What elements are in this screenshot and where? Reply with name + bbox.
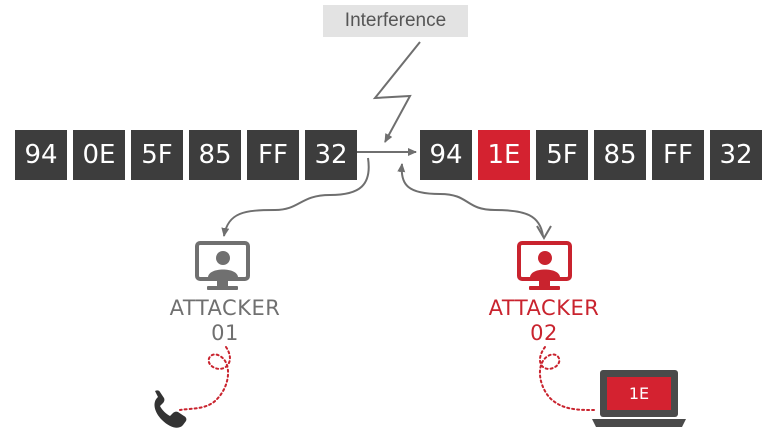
original-byte: 85 bbox=[189, 130, 241, 180]
attacker-01-phone-link bbox=[179, 346, 231, 411]
received-byte: 5F bbox=[536, 130, 588, 180]
attacker-02-number: 02 bbox=[530, 321, 558, 345]
attacker-01-monitor-icon bbox=[195, 241, 250, 290]
interference-label: Interference bbox=[323, 5, 468, 37]
attacker-02-label: ATTACKER 02 bbox=[474, 296, 614, 346]
branch-arrow-attacker-02 bbox=[397, 163, 544, 237]
attacker-02-laptop-link bbox=[539, 346, 595, 411]
laptop-icon bbox=[592, 370, 686, 427]
original-byte: 32 bbox=[305, 130, 357, 180]
received-byte: FF bbox=[652, 130, 704, 180]
phone-icon bbox=[154, 390, 187, 428]
original-byte-stream: 94 0E 5F 85 FF 32 bbox=[15, 130, 357, 180]
attacker-02-name: ATTACKER bbox=[488, 296, 600, 320]
received-byte-stream: 94 1E 5F 85 FF 32 bbox=[420, 130, 762, 180]
received-byte: 94 bbox=[420, 130, 472, 180]
original-byte: 94 bbox=[15, 130, 67, 180]
original-byte: 0E bbox=[73, 130, 125, 180]
laptop-screen-text: 1E bbox=[628, 383, 650, 403]
interference-bolt-arrow bbox=[372, 41, 421, 143]
altered-byte: 1E bbox=[478, 130, 530, 180]
attacker-02-monitor-icon bbox=[517, 241, 572, 290]
received-byte: 32 bbox=[710, 130, 762, 180]
branch-arrow-attacker-01 bbox=[221, 157, 370, 237]
attacker-01-name: ATTACKER bbox=[169, 296, 281, 320]
original-byte: 5F bbox=[131, 130, 183, 180]
branch-arrow-attacker-02-head bbox=[536, 225, 552, 240]
original-byte: FF bbox=[247, 130, 299, 180]
received-byte: 85 bbox=[594, 130, 646, 180]
attacker-01-number: 01 bbox=[211, 321, 239, 345]
attacker-01-label: ATTACKER 01 bbox=[155, 296, 295, 346]
